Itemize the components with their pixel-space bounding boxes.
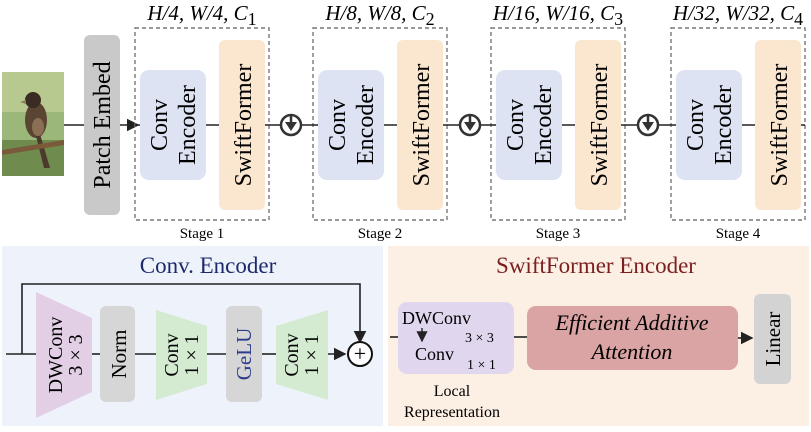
downsample-icon	[269, 113, 313, 137]
dwconv-label: DWConv	[45, 317, 67, 394]
conv-encoder-label-line1: Conv	[683, 99, 709, 151]
conv1x1-block: Conv 1 × 1	[156, 310, 207, 400]
swiftformer-encoder-panel: SwiftFormer Encoder DWConv 3 × 3 Conv 1 …	[388, 246, 809, 426]
swiftformer-block: SwiftFormer	[755, 40, 801, 210]
conv1x1-label: Conv	[281, 333, 303, 376]
stage-label: Stage 1	[180, 226, 225, 242]
skip-connection-arrow	[21, 283, 367, 354]
representation-label: Representation	[404, 404, 500, 421]
swiftformer-block: SwiftFormer	[397, 40, 443, 210]
local-dwconv-kernel: 3 × 3	[465, 331, 494, 346]
conv-encoder-label-line1: Conv	[325, 99, 351, 151]
local-representation-block: DWConv 3 × 3 Conv 1 × 1	[398, 302, 514, 374]
conv1x1-block: Conv 1 × 1	[276, 310, 328, 400]
conv-encoder-label-line1: Conv	[503, 99, 529, 151]
local-dwconv-label: DWConv	[402, 308, 471, 328]
gelu-label: GeLU	[232, 328, 256, 380]
local-label: Local	[434, 383, 471, 400]
swiftformer-label: SwiftFormer	[587, 64, 613, 187]
efficient-additive-attention-block: Efficient Additive Attention	[527, 306, 738, 370]
conv-encoder-panel: Conv. Encoder DWConv 3 × 3 Norm Conv 1 ×…	[2, 246, 383, 426]
stage-dims-label: H/16, W/16, C3	[492, 1, 623, 29]
conv-encoder-label-line2: Encoder	[531, 85, 557, 165]
downsample-icon	[447, 113, 491, 137]
stage-dims-label: H/32, W/32, C4	[672, 1, 803, 29]
stage-label: Stage 4	[716, 226, 761, 242]
gelu-block: GeLU	[226, 306, 262, 402]
conv-encoder-label-line2: Encoder	[175, 85, 201, 165]
add-icon: +	[347, 341, 373, 367]
local-conv-label: Conv	[415, 344, 454, 364]
conv-encoder-label-line2: Encoder	[353, 85, 379, 165]
conv1x1-kernel-label: 1 × 1	[301, 334, 323, 375]
norm-label: Norm	[107, 330, 131, 379]
downsample-icon	[625, 113, 671, 137]
stage-label: Stage 3	[536, 226, 581, 242]
stage-dims-label: H/4, W/4, C1	[146, 1, 256, 29]
conv1x1-label: Conv	[161, 333, 183, 376]
conv1x1-kernel-label: 1 × 1	[181, 334, 203, 375]
swiftformer-label: SwiftFormer	[231, 64, 257, 187]
swiftformer-block: SwiftFormer	[575, 40, 621, 210]
attention-label: Attention	[590, 339, 673, 364]
input-bird-image	[2, 72, 64, 176]
swiftformer-label: SwiftFormer	[767, 64, 793, 187]
linear-label: Linear	[761, 312, 785, 367]
norm-block: Norm	[100, 306, 135, 402]
dwconv-block: DWConv 3 × 3	[36, 292, 92, 418]
local-conv-kernel: 1 × 1	[467, 358, 496, 373]
conv-encoder-label-line1: Conv	[147, 99, 173, 151]
conv-encoder-title: Conv. Encoder	[140, 253, 277, 278]
conv-encoder-label-line2: Encoder	[711, 85, 737, 165]
patch-embed-block: Patch Embed	[84, 35, 120, 215]
swiftformer-encoder-title: SwiftFormer Encoder	[496, 253, 696, 278]
stage-label: Stage 2	[358, 226, 403, 242]
swiftformer-block: SwiftFormer	[219, 40, 265, 210]
efficient-additive-label: Efficient Additive	[555, 310, 709, 335]
dwconv-kernel-label: 3 × 3	[65, 334, 87, 375]
add-symbol: +	[354, 341, 366, 366]
patch-embed-label: Patch Embed	[90, 61, 116, 188]
linear-block: Linear	[754, 294, 791, 384]
swiftformer-label: SwiftFormer	[409, 64, 435, 187]
stage-dims-label: H/8, W/8, C2	[324, 1, 434, 29]
